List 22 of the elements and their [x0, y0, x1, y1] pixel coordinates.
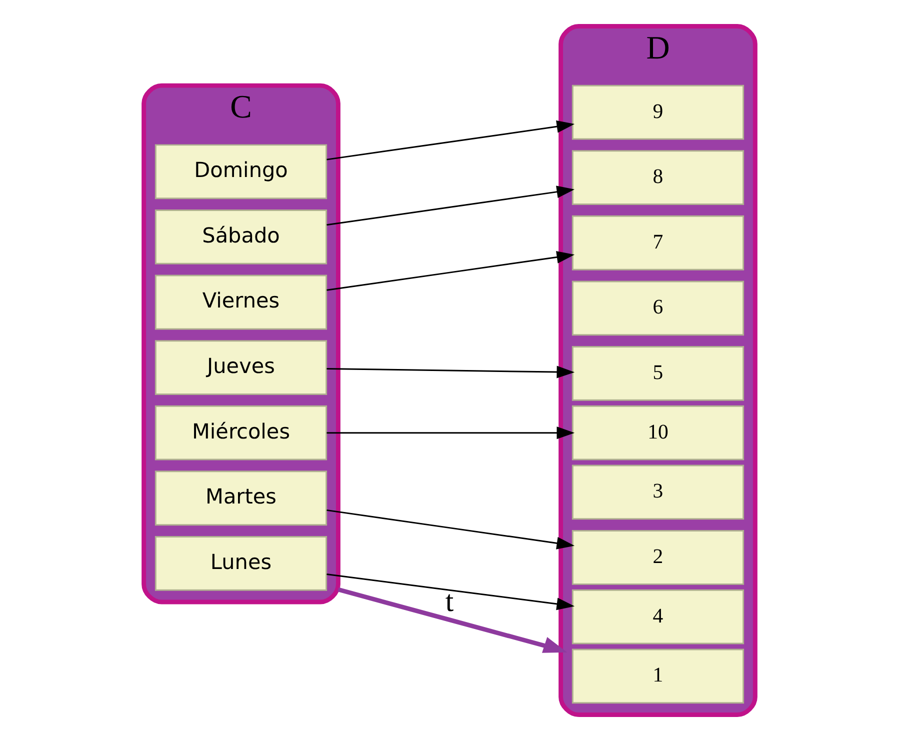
node-box: Lunes: [154, 536, 328, 591]
node-box: 6: [572, 280, 744, 336]
node-box: Viernes: [154, 274, 328, 330]
node-box: 7: [572, 215, 744, 270]
node-box: 9: [572, 84, 744, 140]
node-box: Miércoles: [154, 405, 328, 460]
node-box: Domingo: [154, 144, 328, 200]
node-box: Sábado: [154, 210, 328, 264]
arrow: [338, 587, 568, 653]
node-box: 4: [572, 589, 744, 644]
arrow: [326, 366, 575, 378]
node-box: 2: [572, 530, 744, 585]
node-box: Jueves: [154, 340, 328, 395]
node-box: Martes: [154, 470, 328, 526]
edge-label: t: [445, 586, 454, 618]
node-box: 10: [572, 405, 744, 460]
node-box: 8: [572, 150, 744, 206]
node-box: 1: [572, 648, 744, 704]
node-box: 5: [572, 346, 744, 401]
arrow: [326, 574, 575, 610]
arrow: [326, 426, 575, 440]
node-box: 3: [572, 464, 744, 520]
